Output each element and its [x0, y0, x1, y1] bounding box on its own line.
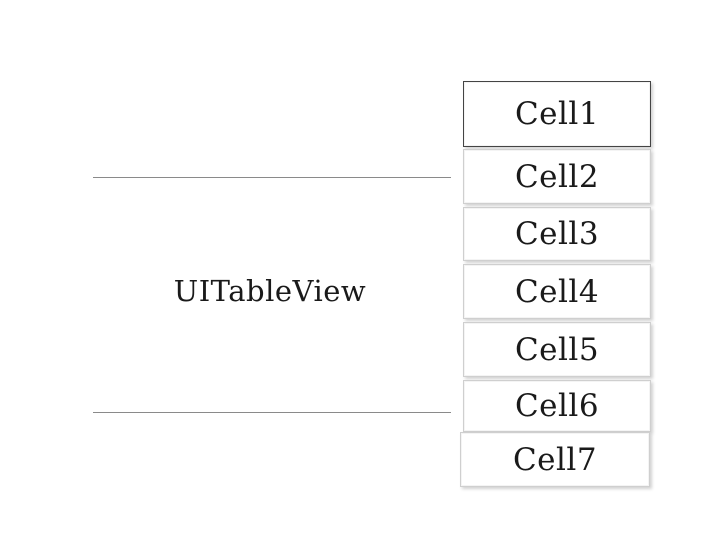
- table-cell: Cell7: [460, 432, 650, 487]
- cell-label: Cell1: [514, 96, 600, 132]
- table-cell: Cell6: [463, 380, 651, 432]
- table-cell: Cell2: [463, 149, 651, 204]
- cell-label: Cell5: [514, 331, 600, 368]
- cell-label: Cell6: [514, 388, 600, 424]
- table-cell: Cell4: [463, 264, 651, 319]
- table-cell: Cell5: [463, 322, 651, 377]
- table-cell: Cell1: [463, 81, 651, 147]
- cell-label: Cell3: [514, 216, 600, 252]
- tableview-label: UITableView: [173, 274, 367, 308]
- cell-label: Cell2: [514, 158, 600, 195]
- cell-label: Cell4: [514, 273, 600, 310]
- visible-area-bottom-line: [93, 412, 451, 413]
- cell-label: Cell7: [512, 441, 598, 478]
- table-cell: Cell3: [463, 207, 651, 261]
- visible-area-top-line: [93, 177, 451, 178]
